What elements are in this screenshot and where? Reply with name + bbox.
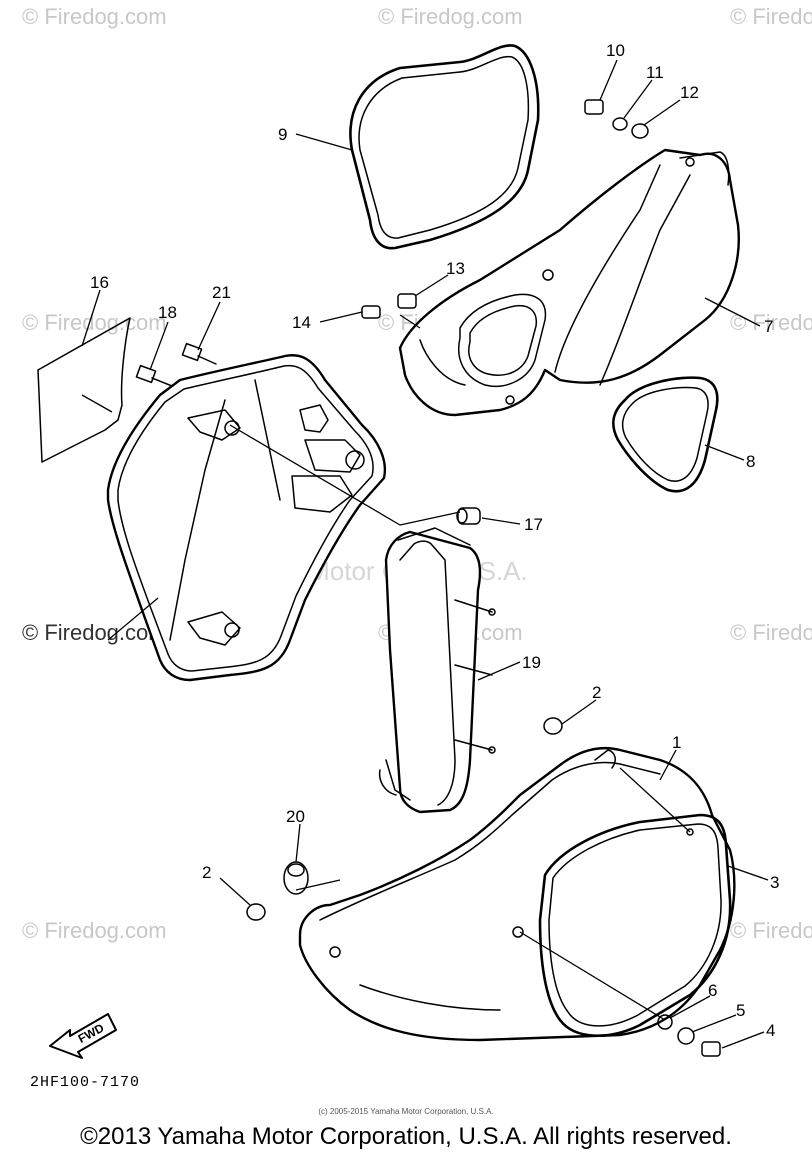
callout-4: 4: [766, 1021, 775, 1040]
footer-copyright-small: (c) 2005-2015 Yamaha Motor Corporation, …: [318, 1107, 494, 1116]
part-5-washer: [677, 1027, 695, 1045]
callout-13: 13: [446, 259, 465, 278]
part-6-washer: [657, 1014, 673, 1030]
part-1-side-cover: [298, 746, 736, 1042]
screw-21: [181, 342, 217, 365]
part-10-bolt: [584, 99, 604, 115]
diagram-code: 2HF100-7170: [30, 1074, 140, 1091]
callout-3: 3: [770, 873, 779, 892]
part-9-gasket: [349, 44, 540, 250]
callout-16: 16: [90, 273, 109, 292]
part-3-gasket-inner: [548, 823, 722, 1027]
callout-9: 9: [278, 125, 287, 144]
watermark-firedog: © Firedog.com: [22, 918, 167, 943]
callout-19: 19: [522, 653, 541, 672]
part-2-collar-left: [246, 903, 266, 921]
watermark-firedog: © Firedog.com: [22, 4, 167, 29]
callout-20: 20: [286, 807, 305, 826]
part-17-grommet: [456, 507, 481, 525]
callout-8: 8: [746, 452, 755, 471]
callout-12: 12: [680, 83, 699, 102]
callout-2-left: 2: [202, 863, 211, 882]
part-8-gasket: [611, 376, 719, 493]
watermark-firedog: © Firedog.com: [378, 4, 523, 29]
watermark-firedog: © Firedog.com: [22, 310, 167, 335]
callout-1: 1: [672, 733, 681, 752]
fwd-label: FWD: [76, 1021, 107, 1046]
part-9-gasket-inner: [358, 55, 530, 239]
part-7-side-cover: [398, 148, 740, 417]
leader-lines: [81, 59, 769, 1049]
callout-10: 10: [606, 41, 625, 60]
part-8-gasket-inner: [621, 386, 709, 482]
callout-17: 17: [524, 515, 543, 534]
part-13-bolt: [397, 293, 417, 309]
part-2-collar-right: [543, 717, 563, 735]
part-16-decal: [37, 317, 131, 463]
callout-5: 5: [736, 1001, 745, 1020]
callout-7: 7: [764, 317, 773, 336]
watermark-firedog: © Firedog.com: [730, 4, 812, 29]
part-19-bracket: [378, 527, 496, 814]
watermark-firedog-dark: © Firedog.com: [22, 620, 167, 645]
screw-18: [135, 364, 173, 387]
callouts: 9 10 11 12 13 14 7 8 16 18 21 17 19 2 1 …: [90, 41, 779, 1040]
callout-2-right: 2: [592, 683, 601, 702]
footer-copyright: ©2013 Yamaha Motor Corporation, U.S.A. A…: [80, 1123, 732, 1150]
callout-14: 14: [292, 313, 311, 332]
number-plate: [106, 354, 387, 682]
part-11-washer: [612, 117, 628, 131]
part-20-grommet: [283, 861, 309, 895]
watermark-firedog: © Firedog.com: [730, 620, 812, 645]
callout-18: 18: [158, 303, 177, 322]
callout-11: 11: [646, 63, 664, 82]
watermark-firedog: © Firedog.com: [730, 310, 812, 335]
watermark-firedog: © Firedog.com: [730, 918, 812, 943]
part-4-bolt: [701, 1041, 721, 1057]
callout-21: 21: [212, 283, 231, 302]
part-12-washer: [631, 123, 649, 139]
part-3-gasket: [538, 813, 732, 1037]
fwd-arrow-icon: FWD: [49, 1013, 117, 1059]
callout-6: 6: [708, 981, 717, 1000]
